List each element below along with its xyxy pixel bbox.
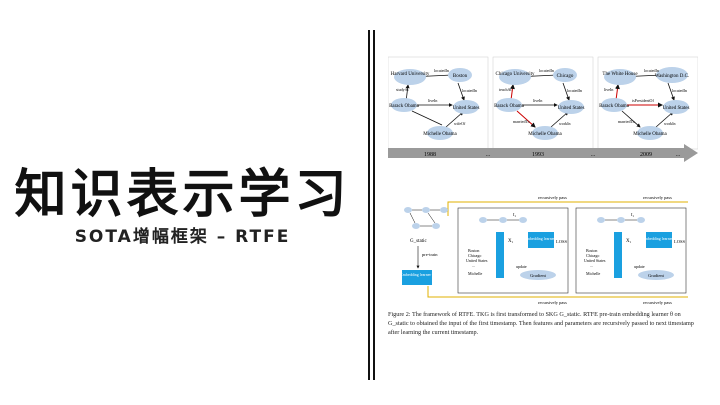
- svg-text:locatedIn: locatedIn: [462, 88, 477, 93]
- cover-subtitle: SOTA增幅框架 – RTFE: [74, 227, 291, 247]
- node: [448, 68, 472, 82]
- svg-text:studyAt: studyAt: [396, 87, 410, 92]
- svg-text:Embedding learner θ: Embedding learner θ: [400, 272, 434, 277]
- svg-text:t₁: t₁: [631, 213, 634, 218]
- svg-text:...: ...: [676, 152, 681, 158]
- divider-line-2: [373, 30, 375, 380]
- svg-text:2009: 2009: [640, 152, 652, 158]
- svg-text:Boston: Boston: [586, 248, 597, 253]
- svg-text:LOSS: LOSS: [674, 239, 686, 244]
- node: [601, 98, 627, 112]
- svg-text:United States: United States: [584, 258, 606, 263]
- cover-title: 知识表示学习: [14, 165, 351, 225]
- svg-text:...: ...: [591, 152, 596, 158]
- node: [553, 68, 577, 82]
- svg-text:...: ...: [486, 152, 491, 158]
- paper-figures: Harvard University Boston Barack Obama U…: [387, 55, 699, 375]
- svg-text:Harvard University: Harvard University: [391, 72, 430, 77]
- svg-text:United States: United States: [663, 106, 690, 111]
- svg-text:Michelle Obama: Michelle Obama: [633, 132, 667, 137]
- svg-text:pre-train: pre-train: [422, 252, 438, 257]
- svg-text:liveIn: liveIn: [533, 98, 542, 103]
- svg-text:liveIn: liveIn: [428, 98, 437, 103]
- svg-text:wifeOf: wifeOf: [454, 121, 466, 126]
- figure1-panel-2: Chicago University Chicago Barack Obama …: [492, 56, 594, 150]
- svg-text:The White House: The White House: [602, 72, 638, 77]
- svg-text:LOSS: LOSS: [556, 239, 568, 244]
- svg-text:update: update: [634, 264, 645, 269]
- figure2-static-graph: G_static pre-train Embedding learner θ: [400, 207, 448, 285]
- svg-text:Barack Obama: Barack Obama: [599, 104, 630, 109]
- svg-text:...: ...: [472, 263, 475, 268]
- figure1-panel-1: Harvard University Boston Barack Obama U…: [387, 56, 489, 150]
- svg-text:United States: United States: [453, 106, 480, 111]
- node: [656, 67, 688, 83]
- svg-text:isPresidentOf: isPresidentOf: [632, 98, 654, 103]
- figure1-panel-3: The White House Washington D.C. Barack O…: [597, 56, 699, 150]
- svg-text:Michelle Obama: Michelle Obama: [528, 132, 562, 137]
- svg-text:recursively pass: recursively pass: [643, 195, 672, 200]
- svg-text:United States: United States: [558, 106, 585, 111]
- node: [663, 100, 689, 114]
- svg-text:X₁: X₁: [508, 239, 514, 244]
- node: [453, 100, 479, 114]
- node: [391, 98, 417, 112]
- svg-text:locatedIn: locatedIn: [434, 68, 449, 73]
- svg-text:update: update: [516, 264, 527, 269]
- svg-text:Boston: Boston: [453, 74, 468, 79]
- node: [604, 69, 636, 85]
- svg-text:teachAt: teachAt: [499, 87, 512, 92]
- figure2-timestamp-block-1: t₁ X₁ Embedding learner θ LOSS Boston Ch…: [457, 207, 569, 294]
- svg-text:...: ...: [590, 263, 593, 268]
- svg-text:Chicago University: Chicago University: [495, 72, 535, 77]
- svg-text:Chicago: Chicago: [468, 253, 481, 258]
- svg-text:Barack Obama: Barack Obama: [494, 104, 525, 109]
- svg-text:United States: United States: [466, 258, 488, 263]
- figure1-timeline: 1988 ... 1993 ... 2009 ...: [388, 144, 698, 162]
- svg-text:locatedIn: locatedIn: [539, 68, 554, 73]
- svg-text:locatedIn: locatedIn: [672, 88, 687, 93]
- svg-text:Gradient: Gradient: [648, 273, 664, 278]
- svg-text:Washington D.C.: Washington D.C.: [655, 74, 689, 79]
- figure2-caption: Figure 2: The framework of RTFE. TKG is …: [388, 311, 694, 336]
- figure2-rtfe-framework: recursively pass recursively pass recurs…: [400, 195, 688, 305]
- svg-text:G_static: G_static: [410, 239, 427, 244]
- svg-text:Gradient: Gradient: [530, 273, 546, 278]
- svg-text:recursively pass: recursively pass: [643, 300, 672, 305]
- node: [427, 126, 453, 140]
- node: [499, 69, 531, 85]
- node: [558, 100, 584, 114]
- svg-text:locatedIn: locatedIn: [644, 68, 659, 73]
- figure1-tkg-snapshots: Harvard University Boston Barack Obama U…: [387, 56, 699, 162]
- svg-text:workIn: workIn: [664, 121, 676, 126]
- svg-text:locatedIn: locatedIn: [567, 88, 582, 93]
- svg-text:Embedding learner θ: Embedding learner θ: [524, 236, 558, 241]
- svg-text:1993: 1993: [532, 152, 544, 158]
- svg-text:1988: 1988: [424, 152, 436, 158]
- svg-text:Embedding learner θ: Embedding learner θ: [642, 236, 676, 241]
- svg-text:workIn: workIn: [559, 121, 571, 126]
- svg-text:t₁: t₁: [513, 213, 516, 218]
- svg-text:Michelle: Michelle: [586, 271, 600, 276]
- svg-text:marriedTo: marriedTo: [618, 119, 635, 124]
- cover-left-panel: 知识表示学习 SOTA增幅框架 – RTFE: [14, 165, 351, 247]
- node: [394, 69, 426, 85]
- svg-text:Michelle: Michelle: [468, 271, 482, 276]
- svg-text:Michelle Obama: Michelle Obama: [423, 132, 457, 137]
- figure2-timestamp-block-2: t₁ X₁ Embedding learner θ LOSS Boston Ch…: [575, 207, 687, 294]
- svg-text:Boston: Boston: [468, 248, 479, 253]
- svg-text:Chicago: Chicago: [557, 74, 574, 79]
- svg-text:Chicago: Chicago: [586, 253, 599, 258]
- svg-text:marriedTo: marriedTo: [513, 119, 530, 124]
- svg-text:recursively pass: recursively pass: [538, 195, 567, 200]
- svg-text:Barack Obama: Barack Obama: [389, 104, 420, 109]
- divider-line-1: [368, 30, 370, 380]
- svg-text:recursively pass: recursively pass: [538, 300, 567, 305]
- node: [637, 126, 663, 140]
- node: [532, 126, 558, 140]
- svg-text:X₁: X₁: [626, 239, 632, 244]
- node: [496, 98, 522, 112]
- svg-text:liveIn: liveIn: [604, 87, 613, 92]
